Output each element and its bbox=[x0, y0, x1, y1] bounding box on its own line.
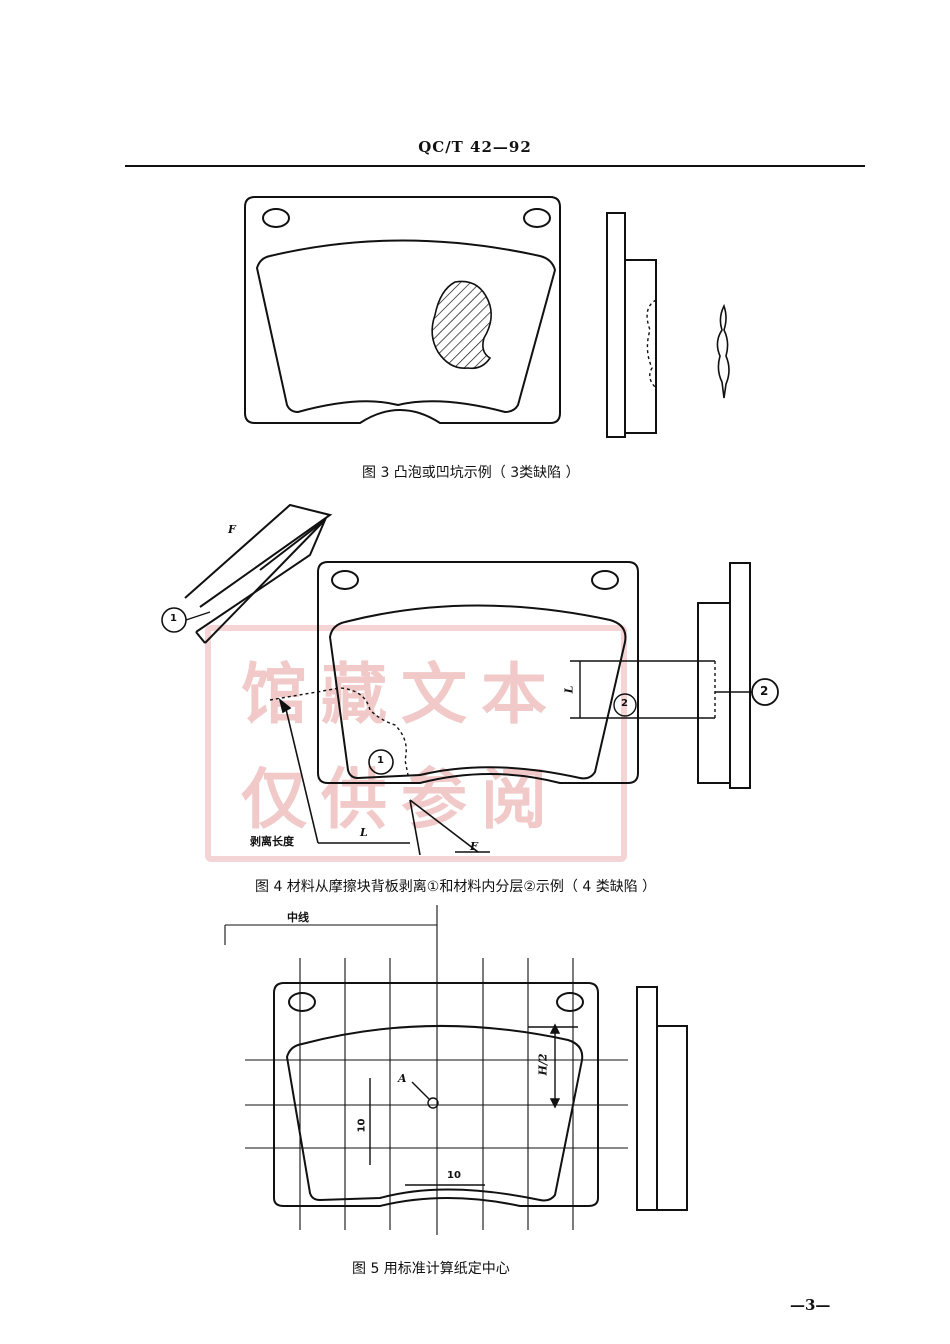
figure4-caption: 图 4 材料从摩擦块背板剥离①和材料内分层②示例（ 4 类缺陷 ） bbox=[255, 879, 657, 895]
figure4-delamination-dimension bbox=[570, 660, 715, 719]
figure4-marker-1-center: 1 bbox=[377, 755, 384, 766]
figure4-force-label-bottom: F bbox=[470, 840, 478, 853]
figure3-friction-pad bbox=[255, 239, 557, 414]
library-stamp: 馆藏文本 仅供参阅 bbox=[205, 625, 627, 862]
figure4-peel-length-label: 剥离长度 bbox=[250, 835, 294, 848]
figure4-dimension-L: L bbox=[360, 826, 368, 839]
figure5-point-A-label: A bbox=[398, 1072, 407, 1085]
figure4-dimension-L-right: L bbox=[562, 685, 576, 694]
figure5-side-view bbox=[636, 986, 688, 1211]
figure4-marker-1-left: 1 bbox=[170, 613, 177, 624]
figure3-backplate bbox=[244, 196, 561, 424]
figure4-marker-2-side: 2 bbox=[760, 684, 769, 698]
figure5-10-vertical-label: 10 bbox=[356, 1118, 368, 1133]
page-number: —3— bbox=[790, 1296, 831, 1314]
figure3-caption: 图 3 凸泡或凹坑示例（ 3类缺陷 ） bbox=[362, 465, 580, 481]
figure4-peel-sketch bbox=[161, 503, 333, 644]
standard-number-header: QC/T 42—92 bbox=[418, 138, 532, 156]
figure4-marker-2-right: 2 bbox=[621, 698, 628, 709]
figure3-defect-hatch bbox=[431, 280, 492, 370]
figure4-peel-length-dimension bbox=[278, 697, 490, 856]
figure5-caption: 图 5 用标准计算纸定中心 bbox=[352, 1261, 510, 1277]
figure4-friction-pad bbox=[328, 604, 627, 780]
figure5-10-horizontal-label: 10 bbox=[447, 1170, 461, 1181]
figure4-marker-1-circle bbox=[368, 749, 394, 775]
figure5-backplate bbox=[273, 982, 599, 1207]
figure5-half-height-label: H/2 bbox=[536, 1053, 550, 1076]
figure5-grid bbox=[224, 905, 628, 1235]
figure5-friction-pad bbox=[285, 1024, 584, 1202]
figure4-force-label-top: F bbox=[228, 523, 236, 536]
figure4-peel-boundary bbox=[269, 687, 409, 776]
stamp-line-1: 馆藏文本 bbox=[241, 655, 561, 733]
figure5-center-point bbox=[411, 1081, 439, 1109]
figure3-side-view bbox=[606, 212, 657, 438]
figure5-height-dimension bbox=[528, 1023, 578, 1109]
figure5-10mm-dimensions bbox=[369, 1078, 485, 1186]
figure4-side-view bbox=[697, 562, 779, 789]
figure3-profile-detail bbox=[716, 303, 730, 399]
figure5-centerline-label: 中线 bbox=[287, 911, 309, 924]
figure4-backplate bbox=[317, 561, 639, 784]
stamp-line-2: 仅供参阅 bbox=[241, 760, 561, 838]
header-rule bbox=[125, 165, 865, 167]
